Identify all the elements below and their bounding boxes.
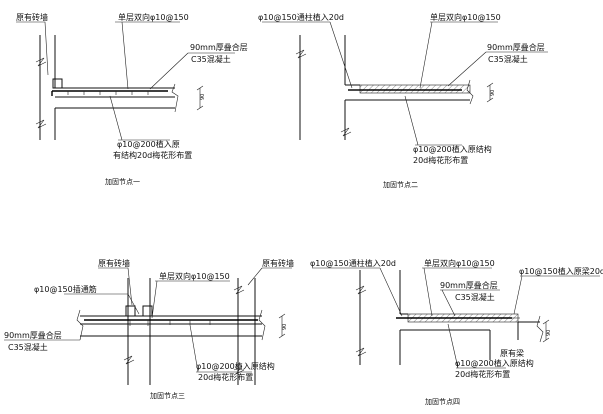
existing-beam-label: 原有梁 <box>500 348 524 358</box>
leader <box>447 323 506 369</box>
top-rebar-label: 单层双向φ10@150 <box>424 258 495 268</box>
leader <box>447 51 548 87</box>
anchor-label-b: 20d梅花形布置 <box>413 155 468 165</box>
overlay-label-b: C35混凝土 <box>455 292 495 302</box>
break-mark <box>340 127 352 137</box>
leader <box>98 267 133 306</box>
overlay-label-a: 90mm厚叠合层 <box>190 42 248 52</box>
anchor-label-a: φ10@200植入原 <box>117 139 180 149</box>
dim-ticks <box>196 85 204 111</box>
node-3: 90 原有砖墙 原有砖墙 φ10@150插通筋 单层双向φ10@150 90mm… <box>4 258 294 400</box>
break-mark <box>35 119 47 129</box>
leader <box>440 289 500 317</box>
anchor-label-a: φ10@200植入原结构 <box>455 358 534 368</box>
break-mark <box>258 309 266 341</box>
top-rebar-label: 单层双向φ10@150 <box>118 12 189 22</box>
anchor-label-b: 20d梅花形布置 <box>455 369 510 379</box>
dim-label: 90 <box>200 94 206 100</box>
dim-label: 90 <box>546 330 552 336</box>
break-mark <box>233 285 245 295</box>
leader <box>312 267 403 317</box>
anchor-bars <box>129 320 211 326</box>
overlay-label-a: 90mm厚叠合层 <box>4 330 62 340</box>
leader <box>422 267 492 317</box>
beam-rebar-label: φ10@150植入原梁20d <box>519 266 603 276</box>
dim-label: 90 <box>490 90 496 96</box>
leader <box>64 293 140 315</box>
anchor-label-a: φ10@200植入原结构 <box>413 144 492 154</box>
anchor-label-a: φ10@200植入原结构 <box>196 361 275 371</box>
dim-ticks <box>278 313 286 339</box>
break-mark <box>295 49 307 59</box>
wall-cap <box>125 305 136 317</box>
overlay-label-b: C35混凝土 <box>8 342 48 352</box>
caption: 加固节点一 <box>105 177 140 186</box>
break-mark <box>123 355 135 365</box>
leader <box>115 21 180 90</box>
overlay-label-b: C35混凝土 <box>191 54 231 64</box>
break-mark <box>466 79 474 105</box>
caption: 加固节点三 <box>150 391 185 400</box>
through-rebar-label: φ10@150插通筋 <box>34 284 97 294</box>
break-mark <box>76 309 84 341</box>
through-rebar-label: φ10@150通柱植入20d <box>258 12 344 22</box>
leader <box>149 52 235 90</box>
leader <box>513 275 600 315</box>
top-rebar-label: 单层双向φ10@150 <box>159 271 230 281</box>
overlay-label-a: 90mm厚叠合层 <box>440 280 498 290</box>
dim-ticks <box>542 319 550 343</box>
node-4: 90 φ10@150通柱植入20d 单层双向φ10@150 φ10@150植入原… <box>310 258 603 406</box>
leader <box>16 21 49 76</box>
break-mark <box>171 83 179 113</box>
anchor-bars <box>67 91 149 95</box>
existing-wall-right-label: 原有砖墙 <box>262 258 294 268</box>
node-1: 90 原有砖墙 单层双向φ10@150 90mm厚叠合层 C35混凝土 φ10@… <box>16 12 248 186</box>
leader <box>262 21 353 89</box>
caption: 加固节点二 <box>383 180 418 189</box>
dim-ticks <box>486 82 494 103</box>
overlay-layer <box>359 84 471 94</box>
break-mark <box>35 57 47 67</box>
overlay-label-a: 90mm厚叠合层 <box>487 42 545 52</box>
overlay-label-b: C35混凝土 <box>488 54 528 64</box>
node-2: 90 φ10@150通柱植入20d 单层双向φ10@150 90mm厚叠合层 C… <box>258 12 548 189</box>
dim-label: 90 <box>282 324 288 330</box>
caption: 加固节点四 <box>425 397 460 406</box>
existing-wall-left-label: 原有砖墙 <box>98 258 130 268</box>
existing-wall-label: 原有砖墙 <box>16 12 48 22</box>
break-mark <box>355 285 367 295</box>
wall-cap <box>52 78 63 89</box>
through-rebar-label: φ10@150通柱植入20d <box>310 258 396 268</box>
leader <box>247 267 292 286</box>
top-rebar-label: 单层双向φ10@150 <box>430 12 501 22</box>
anchor-label-b: 有结构20d梅花形布置 <box>113 150 192 160</box>
break-mark <box>536 315 544 343</box>
leader <box>151 280 230 319</box>
leader <box>404 95 462 146</box>
anchor-label-b: 20d梅花形布置 <box>198 372 253 382</box>
leader <box>419 21 498 89</box>
leader <box>189 324 252 373</box>
break-mark <box>355 347 367 357</box>
leader <box>109 95 170 141</box>
wall-cap <box>142 305 153 317</box>
